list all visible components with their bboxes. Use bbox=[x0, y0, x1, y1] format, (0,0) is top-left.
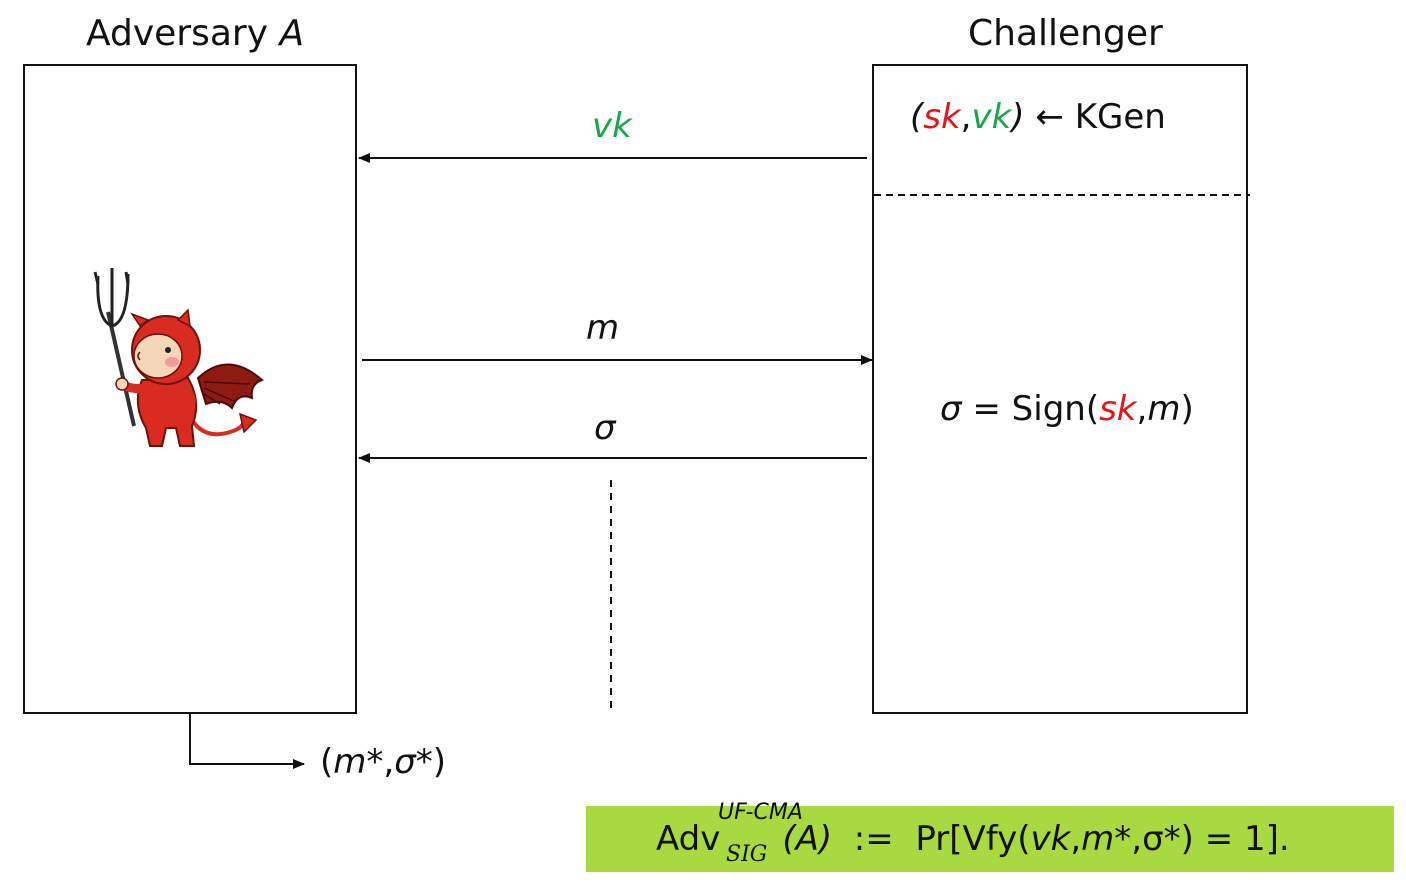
msg-vk-label: vk bbox=[592, 106, 632, 146]
sign-sk: sk bbox=[1099, 389, 1137, 429]
adversary-title: Adversary A bbox=[86, 14, 304, 54]
sign-comma: , bbox=[1136, 389, 1148, 429]
advantage-superscript: UF-CMA bbox=[718, 800, 803, 825]
adversary-box bbox=[23, 64, 357, 714]
advantage-formula: Adv(A) := Pr[Vfy(vk,m*,σ*) = 1]. bbox=[656, 814, 1290, 864]
keygen-kgen: KGen bbox=[1074, 97, 1166, 137]
keygen-sk: sk bbox=[923, 97, 961, 137]
sign-m: m bbox=[1147, 389, 1181, 429]
keygen-open: ( bbox=[910, 97, 924, 137]
adversary-title-text: Adversary bbox=[86, 13, 269, 54]
keygen-arrow: ← bbox=[1035, 97, 1064, 137]
adversary-output: (m*,σ*) bbox=[320, 743, 446, 781]
challenger-box bbox=[872, 64, 1248, 714]
keygen-label: (sk,vk) ← KGen bbox=[910, 98, 1166, 136]
devil-with-trident-icon bbox=[93, 268, 264, 447]
advantage-m: m* bbox=[1081, 819, 1132, 859]
advantage-assign: := Pr[Vfy( bbox=[832, 819, 1031, 859]
output-close: ) bbox=[432, 742, 447, 782]
advantage-adv: Adv bbox=[656, 819, 721, 859]
output-arrow bbox=[189, 714, 305, 769]
msg-sigma-label: σ bbox=[594, 408, 616, 448]
advantage-sigma: σ* bbox=[1142, 819, 1181, 859]
sign-label: σ = Sign(sk,m) bbox=[940, 390, 1194, 428]
challenger-title: Challenger bbox=[968, 13, 1163, 54]
advantage-arg: (A) bbox=[782, 819, 833, 859]
output-open: ( bbox=[320, 742, 334, 782]
msg-m-label: m bbox=[586, 308, 620, 348]
adversary-title-var: A bbox=[279, 13, 305, 54]
output-m: m* bbox=[333, 742, 384, 782]
sign-eq: = Sign( bbox=[961, 389, 1100, 429]
output-sigma: σ* bbox=[394, 742, 433, 782]
keygen-vk: vk bbox=[971, 97, 1012, 137]
keygen-comma: , bbox=[960, 97, 972, 137]
advantage-tail: ) = 1]. bbox=[1180, 819, 1290, 859]
keygen-close: ) bbox=[1011, 97, 1025, 137]
output-comma: , bbox=[383, 742, 395, 782]
advantage-subscript: SIG bbox=[726, 842, 768, 867]
advantage-c1: , bbox=[1070, 819, 1082, 859]
advantage-vk: vk bbox=[1030, 819, 1071, 859]
sign-close: ) bbox=[1180, 389, 1194, 429]
advantage-c2: , bbox=[1131, 819, 1143, 859]
sign-sigma: σ bbox=[940, 389, 962, 429]
advantage-bar bbox=[586, 806, 1394, 872]
